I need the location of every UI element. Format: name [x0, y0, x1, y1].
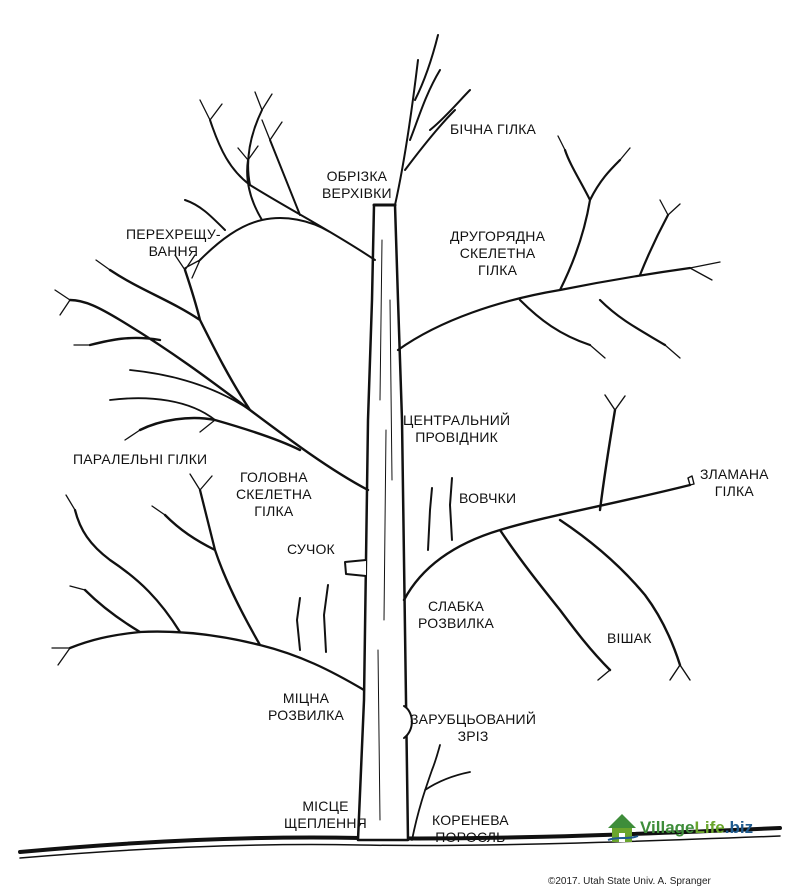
label-strong-crotch-line1: МІЦНА — [282, 690, 330, 706]
label-parallel-branches-line1: ПАРАЛЕЛЬНІ ГІЛКИ — [73, 451, 208, 467]
house-icon — [607, 814, 639, 842]
label-crossing-line2: ВАННЯ — [148, 243, 199, 259]
site-logo — [607, 814, 639, 842]
lower-left-branch — [68, 488, 366, 692]
trunk — [356, 203, 410, 842]
logo-text-part1: Village — [640, 818, 695, 837]
label-broken-branch-line2: ГІЛКА — [714, 483, 754, 499]
right-lower-branch — [402, 408, 692, 672]
label-side-branch: БІЧНА ГІЛКА — [450, 121, 536, 138]
label-main-scaffold: ГОЛОВНА СКЕЛЕТНА ГІЛКА — [236, 469, 312, 520]
flush-cut-wound — [403, 705, 413, 739]
label-stub: СУЧОК — [287, 541, 335, 558]
label-central-leader: ЦЕНТРАЛЬНИЙ ПРОВІДНИК — [403, 412, 510, 446]
water-sprout-right — [427, 477, 453, 551]
label-side-branch-line1: БІЧНА ГІЛКА — [450, 121, 537, 137]
water-sprout — [296, 584, 329, 653]
label-broken-branch-line1: ЗЛАМАНА — [700, 466, 769, 482]
label-crossing-line1: ПЕРЕХРЕЩУ- — [126, 226, 221, 242]
label-flush-cut-line2: ЗРІЗ — [457, 728, 489, 744]
root-sucker — [411, 744, 471, 841]
label-top-cut: ОБРІЗКА ВЕРХІВКИ — [322, 168, 392, 202]
label-strong-crotch: МІЦНА РОЗВИЛКА — [268, 690, 344, 724]
label-crossing: ПЕРЕХРЕЩУ- ВАННЯ — [126, 226, 221, 260]
label-secondary-scaffold-line3: ГІЛКА — [478, 262, 518, 278]
label-top-cut-line1: ОБРІЗКА — [326, 168, 388, 184]
main-scaffold-branch — [68, 268, 370, 492]
label-water-sprouts-line1: ВОВЧКИ — [459, 490, 517, 506]
label-weak-crotch-line1: СЛАБКА — [428, 598, 485, 614]
label-central-leader-line1: ЦЕНТРАЛЬНИЙ — [403, 412, 511, 428]
label-parallel-branches: ПАРАЛЕЛЬНІ ГІЛКИ — [73, 451, 207, 468]
label-top-cut-line2: ВЕРХІВКИ — [322, 185, 392, 201]
label-secondary-scaffold: ДРУГОРЯДНА СКЕЛЕТНА ГІЛКА — [450, 228, 545, 279]
label-stub-line1: СУЧОК — [287, 541, 335, 557]
secondary-scaffold-branch — [396, 148, 692, 352]
label-flush-cut-line1: ЗАРУБЦЬОВАНИЙ — [410, 711, 537, 727]
label-water-sprouts: ВОВЧКИ — [459, 490, 516, 507]
label-broken-branch: ЗЛАМАНА ГІЛКА — [700, 466, 769, 500]
label-graft-union-line2: ЩЕПЛЕННЯ — [284, 815, 367, 831]
label-main-scaffold-line1: ГОЛОВНА — [239, 469, 308, 485]
label-root-sucker: КОРЕНЕВА ПОРОСЛЬ — [432, 812, 509, 846]
label-secondary-scaffold-line2: СКЕЛЕТНА — [459, 245, 536, 261]
label-main-scaffold-line3: ГІЛКА — [254, 503, 294, 519]
label-flush-cut: ЗАРУБЦЬОВАНИЙ ЗРІЗ — [410, 711, 536, 745]
label-graft-union-line1: МІСЦЕ — [302, 798, 349, 814]
label-central-leader-line2: ПРОВІДНИК — [415, 429, 499, 445]
label-root-sucker-line2: ПОРОСЛЬ — [435, 829, 506, 845]
label-root-sucker-line1: КОРЕНЕВА — [432, 812, 509, 828]
logo-text-part3: .biz — [724, 818, 754, 837]
label-main-scaffold-line2: СКЕЛЕТНА — [236, 486, 312, 502]
label-graft-union: МІСЦЕ ЩЕПЛЕННЯ — [284, 798, 367, 832]
label-strong-crotch-line2: РОЗВИЛКА — [268, 707, 345, 723]
crossing-branch — [184, 109, 376, 261]
label-hanger: ВІШАК — [607, 630, 652, 647]
copyright-credit: ©2017. Utah State Univ. A. Spranger — [548, 876, 711, 887]
side-branch — [394, 34, 471, 206]
label-weak-crotch-line2: РОЗВИЛКА — [418, 615, 495, 631]
logo-text-part2: Life — [694, 818, 725, 837]
label-weak-crotch: СЛАБКА РОЗВИЛКА — [418, 598, 494, 632]
stub — [344, 559, 367, 577]
parallel-branches — [109, 369, 251, 421]
site-logo-text: VillageLife.biz — [640, 818, 753, 838]
label-hanger-line1: ВІШАК — [607, 630, 652, 646]
label-secondary-scaffold-line1: ДРУГОРЯДНА — [450, 228, 546, 244]
